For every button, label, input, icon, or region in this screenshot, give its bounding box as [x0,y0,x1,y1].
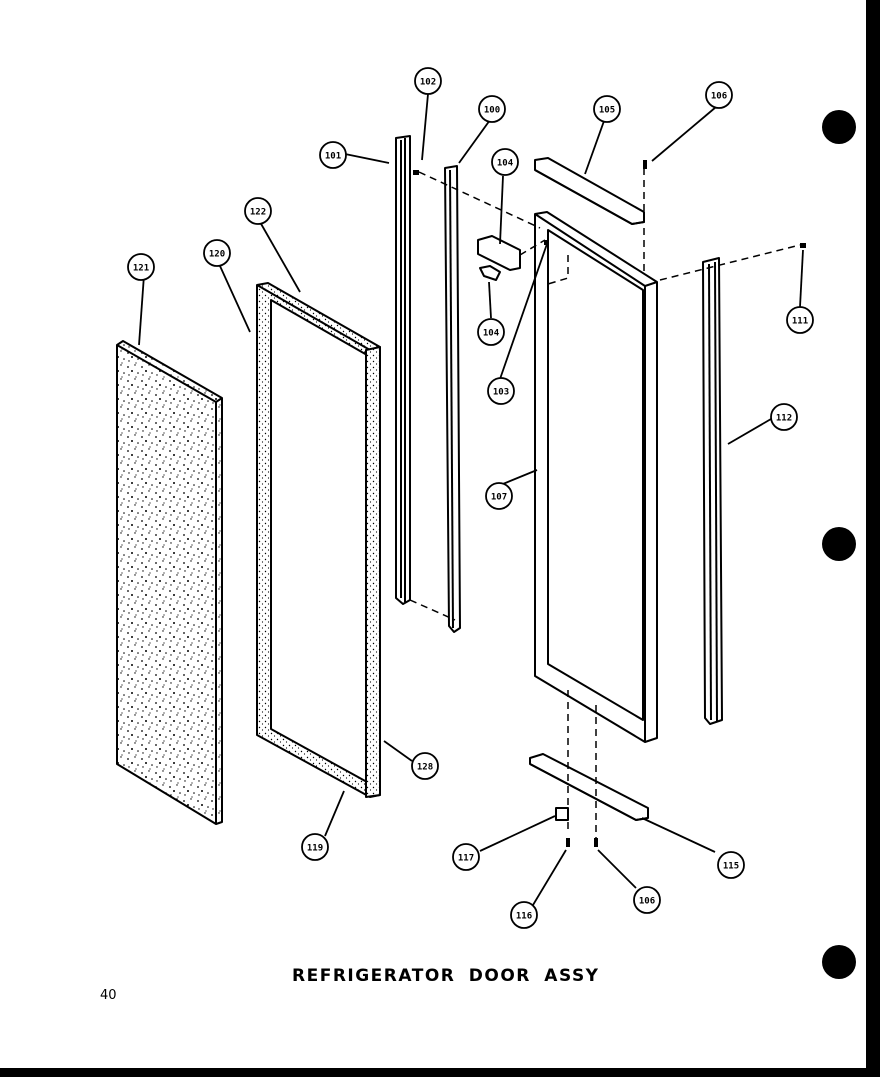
svg-text:104: 104 [497,159,514,169]
screw-106 [413,160,806,847]
bottom-hinge-bracket-115 [529,753,649,821]
svg-text:104: 104 [483,329,500,339]
callout-121: 121 [127,253,155,281]
svg-text:121: 121 [133,264,149,274]
callout-122: 122 [244,197,272,225]
svg-text:103: 103 [493,388,509,398]
punch-hole [822,110,856,144]
svg-text:106: 106 [711,92,727,102]
svg-text:128: 128 [417,763,433,773]
diagram-title: REFRIGERATOR DOOR ASSY [292,966,600,986]
callout-120: 120 [203,239,231,267]
svg-text:112: 112 [776,414,792,424]
svg-text:106: 106 [639,897,655,907]
svg-text:122: 122 [250,208,266,218]
callout-117: 117 [452,843,480,871]
insulation-panel-121 [116,340,223,825]
exploded-parts-diagram: 101 102 100 104 104 105 106 103 107 111 … [116,67,814,929]
callout-104-top: 104 [491,148,519,176]
callout-105: 105 [593,95,621,123]
gasket-frame-120 [256,282,381,798]
svg-text:105: 105 [599,106,615,116]
side-strip-112 [702,257,723,725]
door-frame-107 [534,211,658,743]
callout-115: 115 [717,851,745,879]
page-number: 40 [100,988,117,1003]
hinge-pin-117 [555,807,569,821]
vertical-strip-100 [444,165,461,633]
svg-text:116: 116 [516,912,532,922]
alignment-lines [418,168,801,840]
svg-text:102: 102 [420,78,436,88]
callout-102: 102 [414,67,442,95]
punch-hole [822,527,856,561]
callout-111: 111 [786,306,814,334]
callout-106-bottom: 106 [633,886,661,914]
vertical-strip-101 [395,135,411,605]
callout-104-bottom: 104 [477,318,505,346]
callout-112: 112 [770,403,798,431]
svg-text:115: 115 [723,862,739,872]
callout-103: 103 [487,377,515,405]
svg-text:120: 120 [209,250,225,260]
svg-text:119: 119 [307,844,323,854]
svg-text:117: 117 [458,854,474,864]
svg-text:111: 111 [792,317,808,327]
hinge-104 [477,235,521,281]
svg-text:100: 100 [484,106,500,116]
callout-106-top: 106 [705,81,733,109]
callout-100: 100 [478,95,506,123]
punch-hole [822,945,856,979]
svg-text:101: 101 [325,152,341,162]
callout-119: 119 [301,833,329,861]
callout-128: 128 [411,752,439,780]
callout-107: 107 [485,482,513,510]
callout-116: 116 [510,901,538,929]
svg-text:107: 107 [491,493,507,503]
leader-lines [138,93,804,921]
callout-101: 101 [319,141,347,169]
